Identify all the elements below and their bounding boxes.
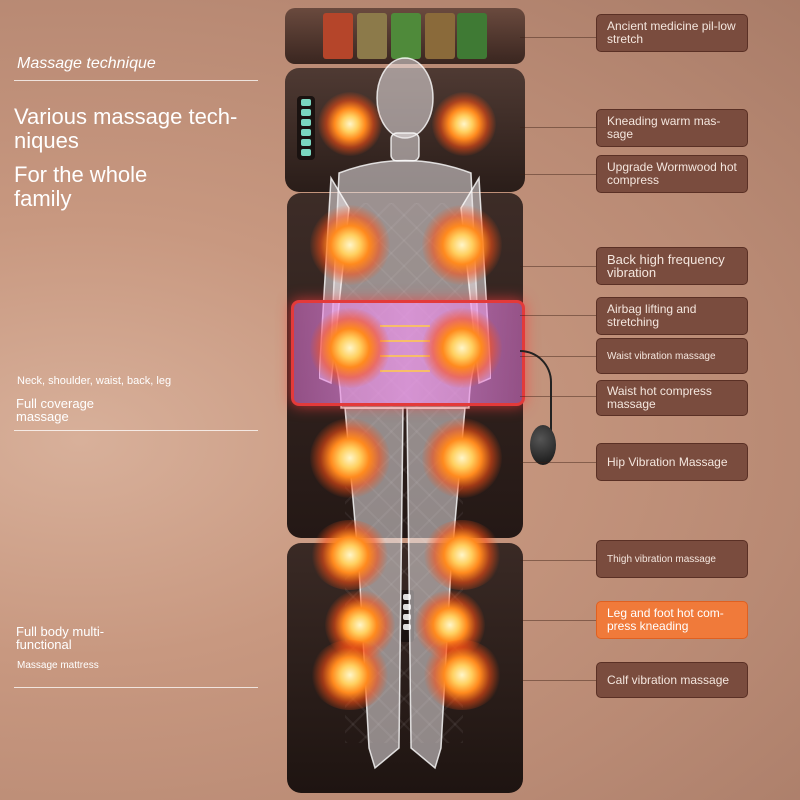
label-airbag-stretching: Airbag lifting and stretching	[596, 297, 748, 335]
multi-subtitle: Massage mattress	[17, 660, 99, 671]
leader-line	[520, 680, 596, 681]
leader-line	[520, 315, 596, 316]
kneading-glow	[318, 92, 382, 156]
label-thigh-vibration: Thigh vibration massage	[596, 540, 748, 578]
divider	[14, 80, 258, 81]
label-waist-vibration: Waist vibration massage	[596, 338, 748, 374]
heat-line	[380, 355, 430, 357]
vibration-glow	[422, 520, 502, 590]
multi-title: Full body multi-functional	[16, 624, 105, 652]
leader-line	[520, 356, 596, 357]
leader-line	[520, 127, 596, 128]
coverage-areas: Neck, shoulder, waist, back, leg	[17, 375, 172, 387]
label-hip-vibration: Hip Vibration Massage	[596, 443, 748, 481]
vibration-glow	[422, 640, 502, 710]
divider	[14, 430, 258, 431]
label-waist-compress: Waist hot compress massage	[596, 380, 748, 416]
heat-line	[380, 340, 430, 342]
label-leg-foot-kneading: Leg and foot hot com-press kneading	[596, 601, 748, 639]
label-wormwood-compress: Upgrade Wormwood hot compress	[596, 155, 748, 193]
leader-line	[520, 560, 596, 561]
vibration-glow	[310, 418, 390, 498]
leader-line	[520, 37, 596, 38]
herbal-pillow	[285, 8, 525, 64]
control-panel-icon[interactable]	[297, 96, 315, 160]
section-title: Massage technique	[17, 55, 156, 72]
vibration-glow	[422, 308, 502, 388]
heat-line	[380, 370, 430, 372]
coverage-title: Full coverage massage	[16, 396, 95, 424]
headline-techniques: Various massage tech-niques	[14, 104, 238, 153]
label-calf-vibration: Calf vibration massage	[596, 662, 748, 698]
herb-pocket	[391, 13, 421, 59]
vibration-glow	[310, 520, 390, 590]
vibration-glow	[310, 640, 390, 710]
herb-pocket	[357, 13, 387, 59]
vibration-glow	[310, 205, 390, 285]
leader-line	[520, 462, 596, 463]
air-pump-bulb[interactable]	[530, 425, 556, 465]
vibration-glow	[422, 205, 502, 285]
leader-line	[520, 266, 596, 267]
vibration-glow	[310, 308, 390, 388]
label-kneading-warm: Kneading warm mas-sage	[596, 109, 748, 147]
leader-line	[520, 174, 596, 175]
label-back-vibration: Back high frequency vibration	[596, 247, 748, 285]
heat-line	[380, 325, 430, 327]
leader-line	[520, 396, 596, 397]
kneading-glow	[432, 92, 496, 156]
leader-line	[520, 620, 596, 621]
herb-pocket	[323, 13, 353, 59]
herb-pocket	[425, 13, 455, 59]
divider	[14, 687, 258, 688]
headline-family: For the whole family	[14, 162, 148, 211]
herb-pocket	[457, 13, 487, 59]
vibration-glow	[422, 418, 502, 498]
label-pillow-stretch: Ancient medicine pil-low stretch	[596, 14, 748, 52]
